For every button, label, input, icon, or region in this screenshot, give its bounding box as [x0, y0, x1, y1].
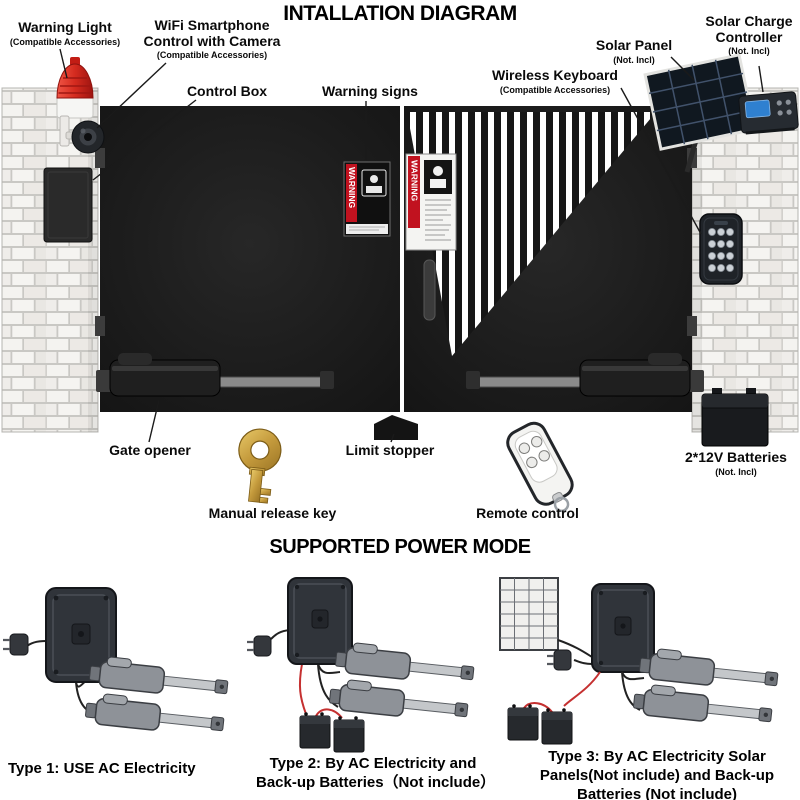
power-plug-icon — [3, 633, 29, 656]
page-title: INTALLATION DIAGRAM — [283, 2, 517, 25]
label-warning-light-text: Warning Light — [18, 19, 112, 35]
gate-opener-left-icon — [96, 353, 334, 397]
label-batteries-sub: (Not. Incl) — [715, 466, 757, 477]
label-warning-signs-text: Warning signs — [322, 83, 418, 99]
label-wireless-keyboard: Wireless Keyboard (Compatible Accessorie… — [485, 67, 625, 95]
power-type2-diagram — [247, 577, 476, 753]
label-manual-release-key-text: Manual release key — [208, 505, 337, 521]
gate-handle — [423, 259, 436, 321]
power-type3-diagram — [499, 577, 780, 745]
label-warning-light: Warning Light (Compatible Accessories) — [5, 19, 125, 47]
solar-panel-icon — [643, 53, 757, 151]
label-gate-opener-text: Gate opener — [109, 442, 191, 458]
warning-sign-right-icon: WARNING — [405, 153, 457, 251]
label-batteries: 2*12V Batteries (Not. Incl) — [680, 449, 792, 477]
gate-opener-right-icon — [466, 353, 704, 397]
label-wireless-keyboard-text: Wireless Keyboard — [492, 67, 618, 83]
label-control-box-text: Control Box — [186, 83, 268, 99]
limit-stopper-icon — [374, 415, 418, 440]
power-solar-panel-icon — [499, 577, 559, 651]
remote-control-icon — [506, 421, 574, 513]
solar-charge-controller-icon — [738, 91, 799, 135]
label-warning-signs: Warning signs — [322, 83, 418, 100]
control-box-icon — [43, 167, 93, 243]
gate-bars — [407, 112, 656, 356]
label-wireless-keyboard-sub: (Compatible Accessories) — [499, 84, 611, 95]
power-control-box-icon — [591, 583, 655, 673]
label-solar-panel: Solar Panel (Not. Incl) — [586, 37, 682, 65]
power-control-box-icon — [45, 587, 117, 683]
label-wifi-control-text: WiFi Smartphone Control with Camera — [143, 17, 281, 49]
warning-sign-text: WARNING — [410, 160, 420, 201]
wifi-camera-icon — [59, 115, 105, 154]
wireless-keypad-icon — [699, 213, 743, 285]
label-solar-charge-controller: Solar Charge Controller (Not. Incl) — [700, 13, 798, 57]
callout-lines — [59, 48, 764, 443]
label-wifi-control: WiFi Smartphone Control with Camera (Com… — [137, 17, 287, 61]
power-type1-caption: Type 1: USE AC Electricity — [8, 760, 196, 777]
label-solar-panel-sub: (Not. Incl) — [613, 54, 655, 65]
power-mode-title: SUPPORTED POWER MODE — [269, 536, 531, 558]
label-batteries-text: 2*12V Batteries — [685, 449, 787, 465]
batteries-icon — [701, 388, 769, 447]
label-gate-opener: Gate opener — [100, 442, 200, 459]
power-type2-caption: Type 2: By AC Electricity and Back-up Ba… — [256, 755, 496, 791]
power-type3-caption: Type 3: By AC Electricity Solar Panels(N… — [539, 748, 775, 800]
power-type1-diagram — [3, 587, 230, 739]
label-limit-stopper-text: Limit stopper — [345, 442, 435, 458]
power-control-box-icon — [287, 577, 353, 665]
solar-panel-pole — [684, 139, 699, 173]
label-control-box: Control Box — [182, 83, 272, 100]
label-solar-panel-text: Solar Panel — [595, 37, 673, 53]
warning-sign-text: WARNING — [347, 167, 357, 208]
power-batteries-icon — [507, 704, 573, 745]
label-solar-charge-controller-sub: (Not. Incl) — [728, 46, 770, 57]
label-remote-control: Remote control — [465, 505, 590, 522]
warning-light-icon — [56, 57, 94, 119]
label-manual-release-key: Manual release key — [195, 505, 350, 522]
label-limit-stopper: Limit stopper — [340, 442, 440, 459]
power-plug-icon — [547, 649, 572, 671]
power-batteries-icon — [299, 712, 365, 753]
label-solar-charge-controller-text: Solar Charge Controller — [705, 13, 793, 45]
manual-release-key-icon — [238, 428, 282, 504]
warning-sign-left-icon: WARNING — [343, 161, 391, 237]
label-wifi-control-sub: (Compatible Accessories) — [156, 50, 268, 61]
label-remote-control-text: Remote control — [476, 505, 579, 521]
power-plug-icon — [247, 635, 272, 657]
label-warning-light-sub: (Compatible Accessories) — [9, 36, 121, 47]
